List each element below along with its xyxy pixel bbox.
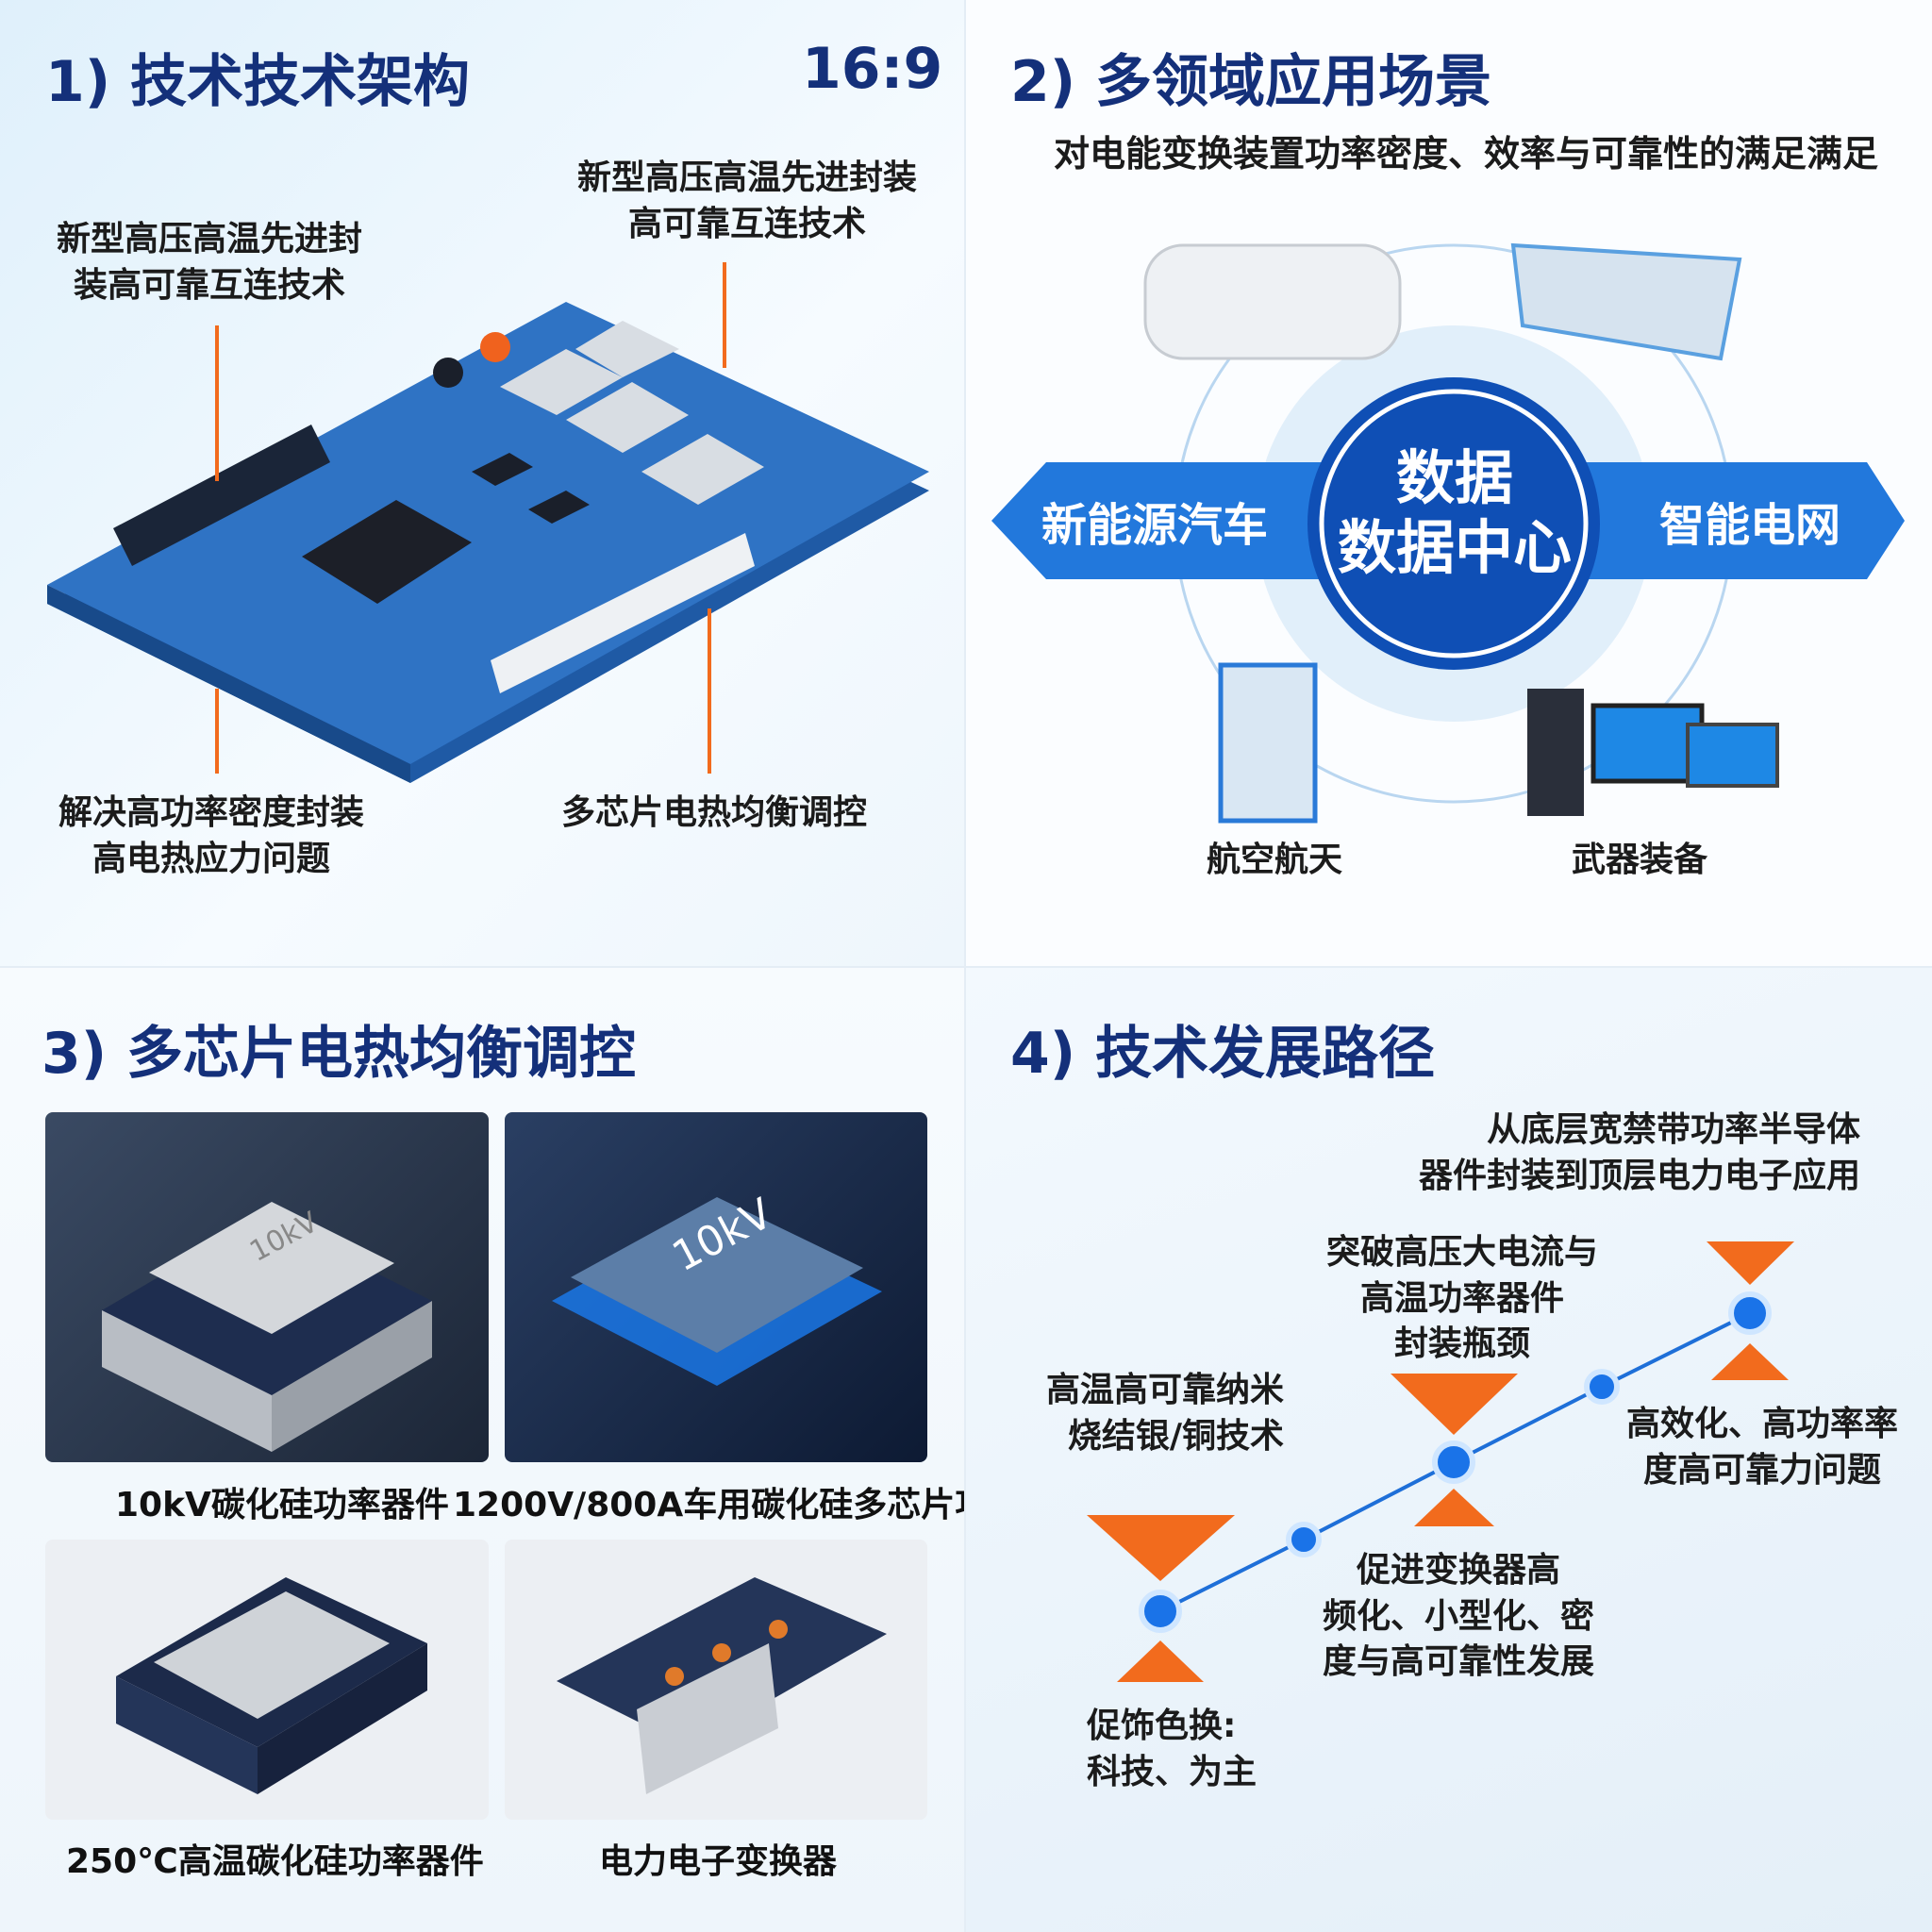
label-weapons: 武器装备 xyxy=(1572,841,1708,879)
caption: 电力电子变换器 xyxy=(599,1842,838,1881)
pcb-board-illustration xyxy=(47,262,929,783)
monitor-image xyxy=(1591,703,1705,784)
timeline-node xyxy=(1286,1522,1322,1557)
marker-down xyxy=(1087,1515,1235,1581)
panel-title: 4) 技术发展路径 xyxy=(1010,1021,1436,1087)
marker-down xyxy=(1391,1374,1518,1435)
milestone-label: 高效化、高功率率 度高可靠力问题 xyxy=(1626,1405,1899,1490)
panel-title: 2) 多领域应用场景 xyxy=(1010,49,1492,115)
battery-rack-image xyxy=(1510,242,1742,361)
panel-architecture: 1) 技术技术架构 16:9 新型高压高温先进封 装高可靠互连技术 新型高压高温… xyxy=(0,0,964,966)
callout-label: 多芯片电热均衡调控 xyxy=(561,793,868,832)
callout-label: 解决高功率密度封装 高电热应力问题 xyxy=(58,793,365,878)
center-label-line1: 数据 xyxy=(1396,443,1514,512)
roadmap-summary: 从底层宽禁带功率半导体 器件封装到顶层电力电子应用 xyxy=(1419,1110,1861,1195)
callout-label: 新型高压高温先进封装 高可靠互连技术 xyxy=(577,158,918,243)
label-new-energy-vehicles: 新能源汽车 xyxy=(1041,499,1269,552)
marker-down xyxy=(1707,1241,1794,1285)
panel-title: 1) 技术技术架构 xyxy=(45,49,471,115)
caption: 250℃高温碳化硅功率器件 xyxy=(66,1842,484,1881)
label-smart-grid: 智能电网 xyxy=(1659,499,1841,552)
caption: 1200V/800A车用碳化硅多芯片功率模块 xyxy=(453,1486,964,1524)
converter-image xyxy=(505,1540,927,1820)
roadmap-timeline xyxy=(1087,1241,1794,1682)
panel-roadmap: 4) 技术发展路径 从底层宽禁带功率半导体 器件封装到顶层电力电子应用 高温高可… xyxy=(966,968,1932,1932)
milestone-label: 促进变换器高 频化、小型化、密 度与高可靠性发展 xyxy=(1323,1551,1595,1682)
marker-up xyxy=(1711,1343,1789,1380)
timeline-node xyxy=(1432,1441,1475,1484)
car-image xyxy=(1143,243,1402,360)
milestone-label: 促饰色换: 科技、为主 xyxy=(1087,1707,1257,1791)
panel-applications: 2) 多领域应用场景 对电能变换装置功率密度、效率与可靠性的满足满足 数据 数据… xyxy=(966,0,1932,966)
aspect-ratio-label: 16:9 xyxy=(802,36,943,102)
center-label: 数据 数据中心 xyxy=(1338,443,1572,584)
timeline-node xyxy=(1584,1369,1620,1405)
laptop-image xyxy=(1686,723,1779,788)
panel-multichip: 3) 多芯片电热均衡调控 10kV 10kV 10kV碳化硅功率器件 1200V… xyxy=(0,968,964,1932)
timeline-node xyxy=(1139,1590,1182,1633)
high-temp-device-image xyxy=(45,1540,489,1820)
label-aerospace: 航空航天 xyxy=(1207,841,1343,879)
sic-device-10kv-image: 10kV xyxy=(45,1112,489,1462)
panel-subtitle: 对电能变换装置功率密度、效率与可靠性的满足满足 xyxy=(1054,133,1879,175)
panel-title: 3) 多芯片电热均衡调控 xyxy=(42,1021,637,1087)
callout-label: 新型高压高温先进封 装高可靠互连技术 xyxy=(57,220,363,305)
caption: 10kV碳化硅功率器件 xyxy=(115,1486,449,1524)
horizontal-divider xyxy=(0,966,1932,968)
center-label-line2: 数据中心 xyxy=(1338,513,1573,583)
charging-station-image xyxy=(1218,662,1318,824)
sic-module-image: 10kV xyxy=(505,1112,927,1462)
desktop-tower-image xyxy=(1527,689,1584,816)
timeline-node xyxy=(1728,1291,1772,1335)
marker-up xyxy=(1414,1489,1494,1526)
marker-up xyxy=(1117,1641,1204,1682)
milestone-label: 突破高压大电流与 高温功率器件 封装瓶颈 xyxy=(1326,1233,1599,1364)
application-diagram xyxy=(991,242,1905,824)
milestone-label: 高温高可靠纳米 烧结银/铜技术 xyxy=(1046,1371,1285,1456)
